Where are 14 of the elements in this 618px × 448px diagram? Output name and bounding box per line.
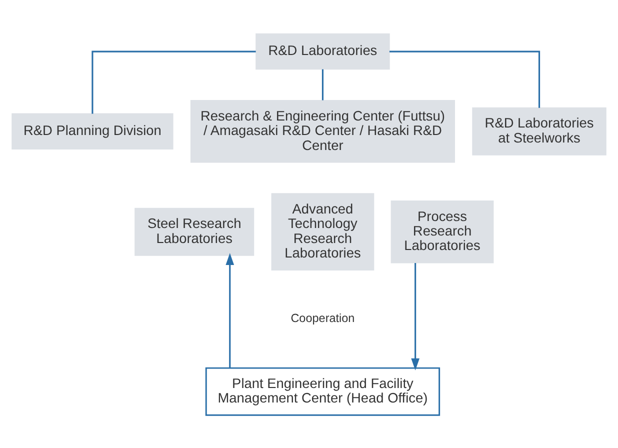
connector (322, 68, 324, 100)
label: Cooperation (290, 312, 355, 325)
node-box: Process Research Laboratories (390, 200, 494, 263)
arrow (411, 262, 420, 370)
node-box: Plant Engineering and Facility Management Center (Head Office) (205, 366, 440, 416)
node-box: R&D Laboratories (256, 32, 390, 70)
node-box: R&D Laboratories at Steelworks (472, 106, 606, 155)
node-box: Advanced Technology Research Laboratories (271, 192, 374, 270)
connector (389, 50, 540, 108)
node-box: R&D Planning Division (12, 112, 174, 150)
connector (92, 50, 256, 114)
arrow (226, 252, 234, 368)
node-box: Steel Research Laboratories (134, 207, 254, 256)
node-box: Research & Engineering Center (Futtsu) / Amagasaki R&D Center / Hasaki R&D Center (190, 100, 455, 162)
